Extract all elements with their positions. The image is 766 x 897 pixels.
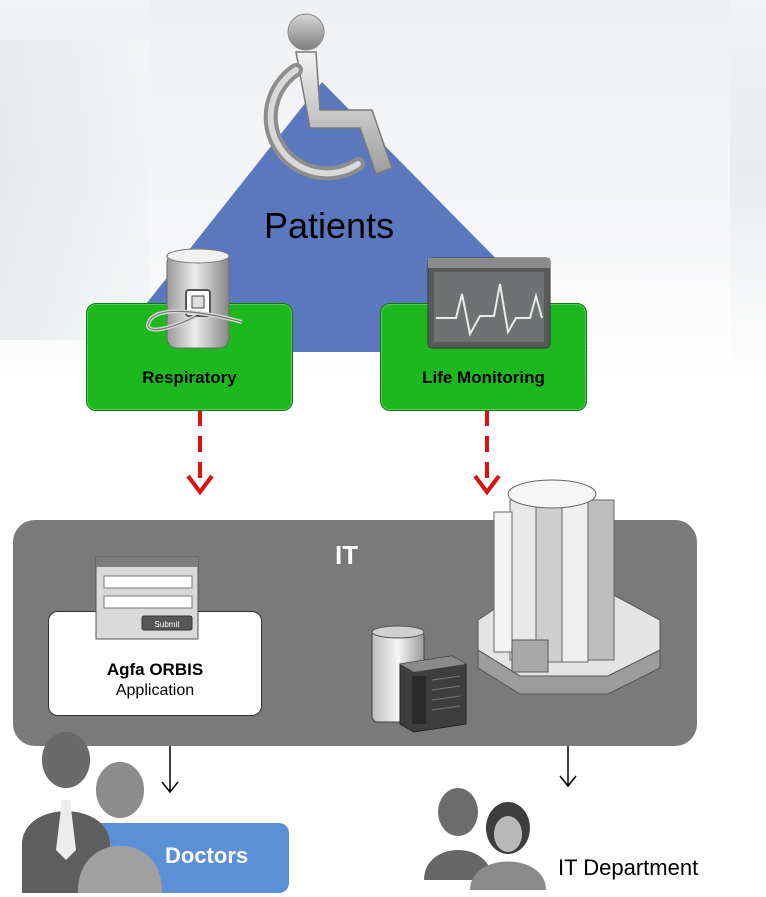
orbis-subtitle: Application — [115, 682, 195, 699]
life-monitoring-box: Life Monitoring — [380, 303, 587, 411]
wheelchair-icon — [263, 13, 393, 181]
orbis-title: Agfa ORBIS — [106, 660, 204, 679]
patients-label: Patients — [264, 205, 395, 246]
it-department-label: IT Department — [558, 855, 699, 880]
it-label: IT — [335, 540, 359, 570]
doctors-box — [34, 823, 289, 893]
doctors-label: Doctors — [165, 843, 249, 868]
respiratory-data-arrow — [186, 410, 214, 496]
monitoring-data-arrow — [473, 410, 501, 496]
life-monitoring-label: Life Monitoring — [422, 368, 545, 387]
background-panel-left — [0, 40, 150, 340]
respiratory-label: Respiratory — [142, 368, 237, 387]
respiratory-box: Respiratory — [86, 303, 293, 411]
orbis-application-box: Agfa ORBIS Application — [48, 611, 262, 716]
